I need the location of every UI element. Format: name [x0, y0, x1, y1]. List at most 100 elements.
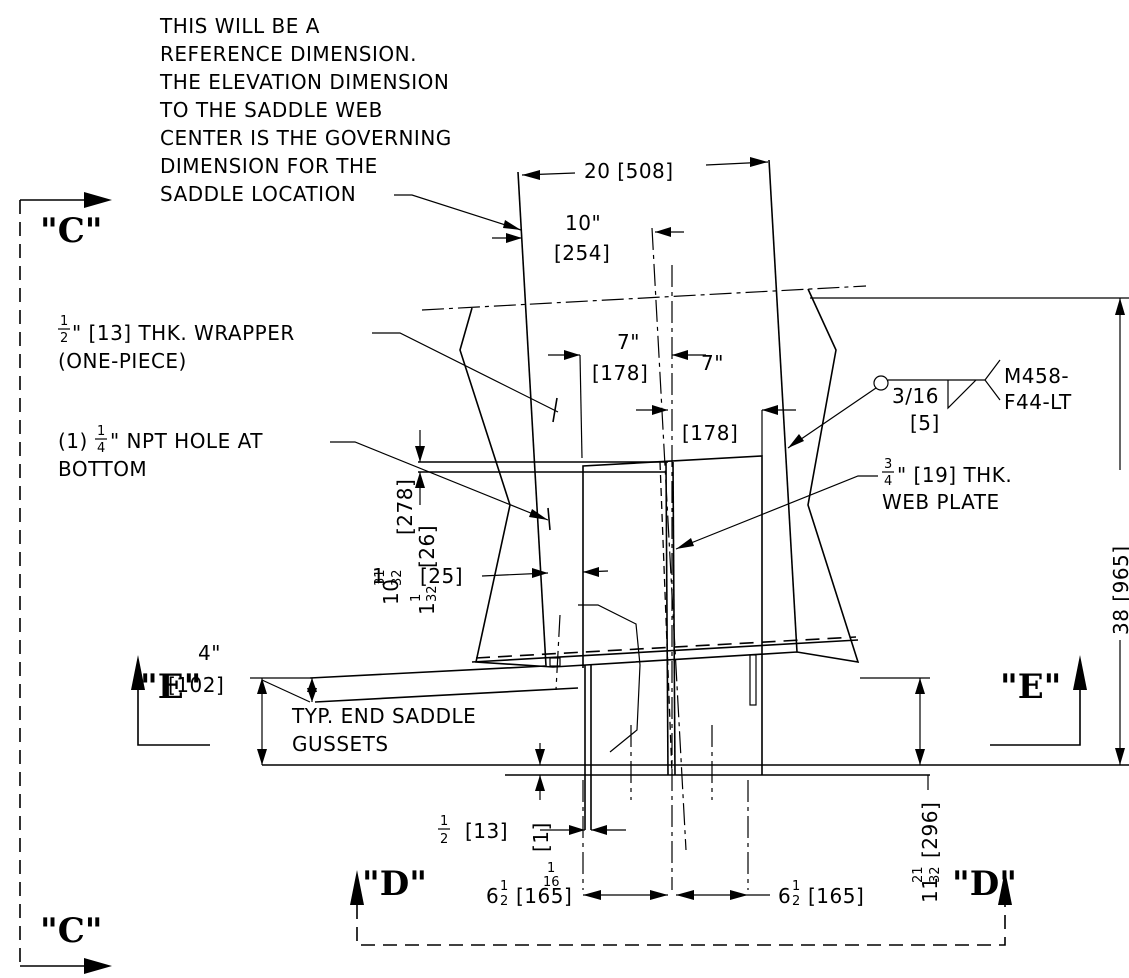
gusset-bottom-edge: [314, 687, 579, 703]
web-leader: [675, 475, 878, 550]
hole-line2: BOTTOM: [58, 457, 147, 481]
dim-base-thk-den: 2: [440, 832, 448, 847]
hole-line1-pre: (1): [58, 429, 88, 453]
section-d-label-left: "D": [362, 864, 427, 904]
dim-bottom-right-mm: [165]: [808, 884, 864, 908]
dim-inset-mm: [25]: [420, 564, 463, 588]
note-line: SADDLE LOCATION: [160, 182, 356, 206]
section-d-line: [356, 905, 1006, 946]
dim-top-offset-in: 1: [415, 602, 439, 615]
dim-base-small-frac: 1: [547, 861, 555, 876]
base-plate-hidden: [475, 636, 857, 659]
callout-npt-hole: (1) 1 4 " NPT HOLE AT BOTTOM: [58, 424, 551, 531]
dim-bottom-left-num: 1: [500, 879, 508, 894]
note-line: THE ELEVATION DIMENSION: [159, 70, 449, 94]
section-c-arrow-top: [84, 192, 112, 208]
dim-right-low-den: 32: [928, 866, 943, 883]
web-frac-num: 3: [884, 457, 892, 472]
web-plate-line2: [672, 461, 676, 776]
dim-right-low-num: 21: [911, 866, 926, 883]
dim-web-left-mm: [178]: [592, 361, 648, 385]
dimension-half-width: 10" [254]: [492, 211, 684, 265]
dim-bottom-right-num: 1: [792, 879, 800, 894]
callout-gussets: TYP. END SADDLE GUSSETS: [291, 704, 476, 756]
right-gusset-slot: [749, 654, 757, 706]
section-c-cut: "C" "C": [19, 192, 112, 974]
dimension-top-offset: 1 1 32 [26]: [409, 525, 440, 615]
weld-spec-line2: F44-LT: [1004, 390, 1072, 414]
wrapper-line2: (ONE-PIECE): [58, 349, 187, 373]
dim-top-offset-den: 32: [425, 585, 440, 602]
section-e-right-line: [990, 690, 1081, 746]
dim-web-right-mm: [178]: [682, 421, 738, 445]
tilted-center-line: [651, 227, 687, 851]
dim-side-mm: [102]: [168, 673, 224, 697]
section-e-label-right: "E": [1000, 667, 1061, 707]
section-e-left-line: [137, 690, 210, 746]
dim-bottom-left-den: 2: [500, 894, 508, 909]
dim-top-offset-mm: [26]: [415, 525, 439, 568]
weld-spec-line1: M458-: [1004, 364, 1069, 388]
dimension-web-left: 7" [178]: [548, 330, 706, 459]
dim-gusset-height-mm: [278]: [393, 479, 417, 535]
dim-overall-height: 38 [965]: [1109, 545, 1129, 635]
dim-base-thk-mm: [13]: [465, 819, 508, 843]
dim-overall-width: 20 [508]: [584, 159, 674, 183]
dim-half-width-mm: [254]: [554, 241, 610, 265]
dim-right-low-mm: [296]: [918, 802, 942, 858]
note-line: REFERENCE DIMENSION.: [160, 42, 417, 66]
dim-base-small-den: 16: [543, 875, 560, 890]
gusset-line1: TYP. END SADDLE: [291, 704, 476, 728]
section-d-left-arrow: [350, 870, 364, 905]
dim-right-low-in: 11: [918, 877, 942, 903]
dimension-bottom: 6 1 2 [165] 1 16 6 1 2 [165]: [486, 861, 864, 909]
saddle-left-side: [517, 171, 547, 667]
section-c-label-bottom: "C": [40, 911, 103, 951]
fillet-weld-icon: [947, 379, 977, 410]
weld-tail-icon: [984, 359, 1001, 401]
dimension-web-right: 7" [178]: [636, 351, 796, 456]
weld-symbol: 3/16 [5] M458- F44-LT: [787, 359, 1072, 449]
section-e-left-arrow: [131, 655, 145, 690]
section-d-label-right: "D": [952, 864, 1017, 904]
dim-gusset-height-num: 31: [373, 569, 388, 586]
note-line: CENTER IS THE GOVERNING: [160, 126, 452, 150]
hole-line1-post: " NPT HOLE AT: [110, 429, 263, 453]
dimension-right-low: [296] 11 21 32: [911, 775, 943, 903]
note-line: THIS WILL BE A: [159, 14, 320, 38]
saddle-right-side: [768, 159, 798, 653]
dim-base-small-mm: [1]: [529, 822, 553, 852]
callout-web-plate: 3 4 " [19] THK. WEB PLATE: [675, 457, 1012, 550]
dimension-gusset-height: 10 31 32 [278]: [373, 430, 425, 605]
dim-web-right-in: 7": [701, 351, 724, 375]
dimension-side: 4" [102]: [168, 641, 930, 765]
note-line: TO THE SADDLE WEB: [159, 98, 383, 122]
reference-note: THIS WILL BE A REFERENCE DIMENSION. THE …: [159, 14, 522, 231]
saddle-geometry: [262, 159, 1129, 890]
left-gusset-cap: [549, 657, 561, 667]
dimension-base-thickness: 1 2 [13] [1]: [438, 743, 626, 852]
web-frac-den: 4: [884, 474, 892, 489]
dim-side-in: 4": [198, 641, 221, 665]
dim-inset-in: 1: [372, 564, 385, 588]
dimension-overall-height: 38 [965]: [810, 297, 1129, 765]
section-e-cut: "E" "E": [131, 655, 1087, 746]
hole-leader: [330, 441, 549, 521]
wrapper-line1: " [13] THK. WRAPPER: [72, 321, 295, 345]
hole-frac-den: 4: [97, 441, 105, 456]
dim-gusset-height-den: 32: [390, 569, 405, 586]
web-line1: " [19] THK.: [897, 463, 1012, 487]
end-gusset-curve: [578, 604, 641, 753]
dim-half-width-in: 10": [565, 211, 601, 235]
section-e-right-arrow: [1073, 655, 1087, 690]
vessel-chain-line: [421, 285, 867, 311]
wrapper-leader: [372, 332, 559, 413]
section-d-right-arrow: [998, 870, 1012, 905]
callout-wrapper: 1 2 " [13] THK. WRAPPER (ONE-PIECE): [58, 314, 559, 423]
wrapper-frac-den: 2: [60, 331, 68, 346]
note-line: DIMENSION FOR THE: [160, 154, 378, 178]
note-leader: [394, 194, 522, 231]
dim-bottom-left-mm: [165]: [516, 884, 572, 908]
hole-frac-num: 1: [97, 424, 105, 439]
